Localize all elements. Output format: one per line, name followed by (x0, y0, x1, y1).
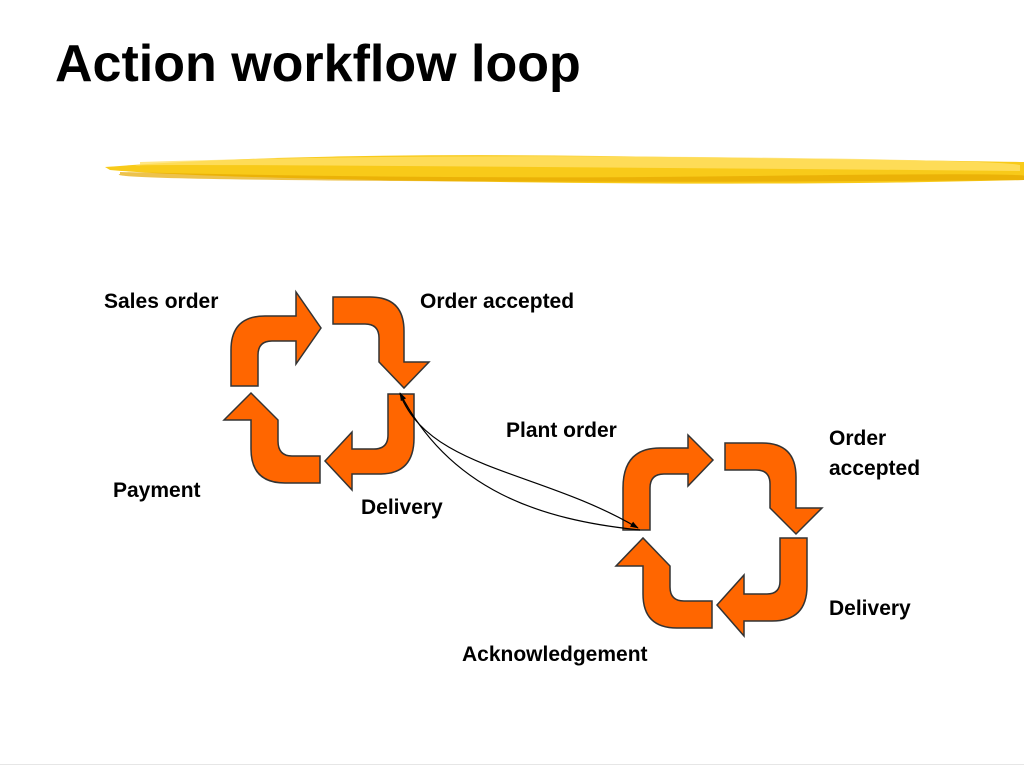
highlighter-stroke (105, 155, 1024, 184)
label-payment: Payment (113, 479, 201, 502)
label-acknowledgement: Acknowledgement (462, 643, 648, 666)
loop-arrow-payment (222, 391, 321, 484)
loop-arrow-sales-order (230, 289, 322, 387)
loop-arrow-acknowledgement (614, 536, 713, 629)
connector-delivery-return (399, 392, 641, 531)
loop-arrow-plant-order (622, 433, 715, 531)
loop-arrow-order-accepted (332, 296, 431, 390)
label-delivery-2: Delivery (829, 597, 911, 620)
slide-title: Action workflow loop (55, 35, 581, 93)
label-plant-order: Plant order (506, 419, 617, 442)
label-sales-order: Sales order (104, 290, 219, 313)
loop-arrow-delivery-2 (715, 537, 808, 639)
loop-arrow-delivery (323, 393, 415, 492)
customer-loop (222, 289, 431, 492)
footer-divider (0, 764, 1024, 765)
label-order-accepted-2: Order accepted (829, 427, 921, 480)
loop-arrow-order-accepted-2 (724, 442, 824, 536)
label-order-accepted: Order accepted (420, 290, 575, 313)
label-delivery: Delivery (361, 496, 443, 519)
plant-loop (614, 433, 824, 639)
